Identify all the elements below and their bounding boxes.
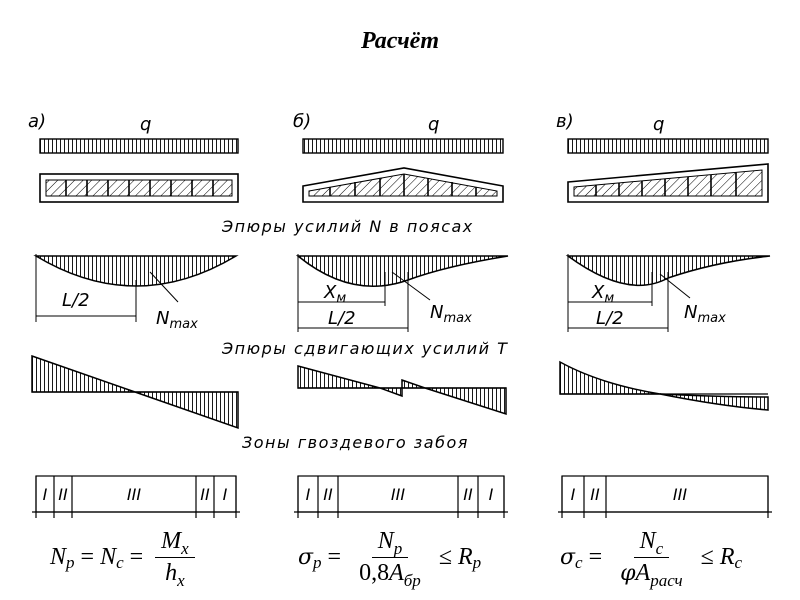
n-diagram-c [565, 254, 771, 332]
load-strip-b [302, 138, 504, 154]
half-span-label-c: L/2 [596, 308, 624, 329]
zone-bar-c [558, 475, 772, 518]
page-title: Расчёт [361, 28, 439, 54]
panel-label-c: в) [556, 111, 574, 132]
t-diagram-a [31, 354, 239, 430]
load-strip-c [567, 138, 769, 154]
zone-label-b-2: II [323, 485, 333, 504]
zone-label-a-4: II [200, 485, 210, 504]
zone-label-c-2: II [590, 485, 600, 504]
beam-mono-pitch [567, 163, 769, 203]
zone-label-c-3: III [673, 485, 687, 504]
zone-label-b-4: II [463, 485, 473, 504]
fraction-force-over-design-area: Nc φAрасч [620, 527, 683, 590]
load-strip-a [39, 138, 239, 154]
zone-bar-b [294, 475, 508, 518]
zone-label-b-3: III [391, 485, 405, 504]
xm-label-b: Xм [323, 282, 346, 306]
zone-label-a-2: II [58, 485, 68, 504]
fraction-moment-over-height: Mx hx [155, 528, 195, 590]
half-span-label-a: L/2 [62, 290, 90, 311]
load-label-b: q [428, 114, 439, 135]
beam-parallel-chord [39, 173, 239, 203]
zone-label-a-1: I [43, 485, 48, 504]
n-diagram-a [33, 254, 239, 322]
section-label-zones: Зоны гвоздевого забоя [242, 433, 469, 452]
t-diagram-b [297, 365, 507, 416]
zone-label-b-5: I [489, 485, 494, 504]
fraction-force-over-area: Np 0,8Aбр [359, 527, 421, 590]
zone-label-a-3: III [127, 485, 141, 504]
load-label-a: q [140, 114, 151, 135]
half-span-label-b: L/2 [328, 308, 356, 329]
panel-label-b: б) [293, 111, 311, 132]
nmax-label-a: Nmax [156, 308, 198, 332]
xm-label-c: Xм [591, 282, 614, 306]
section-label-T: Эпюры сдвигающих усилий T [221, 339, 508, 358]
nmax-label-c: Nmax [684, 302, 726, 326]
beam-gable [302, 167, 504, 203]
nmax-label-b: Nmax [430, 302, 472, 326]
section-label-N: Эпюры усилий N в поясах [221, 217, 474, 236]
zone-label-a-5: I [223, 485, 228, 504]
zone-bar-a [32, 475, 240, 518]
zone-label-b-1: I [306, 485, 311, 504]
zone-label-c-1: I [571, 485, 576, 504]
panel-label-a: а) [28, 111, 46, 132]
t-diagram-c [559, 360, 769, 411]
load-label-c: q [653, 114, 664, 135]
n-diagram-b [295, 254, 509, 332]
